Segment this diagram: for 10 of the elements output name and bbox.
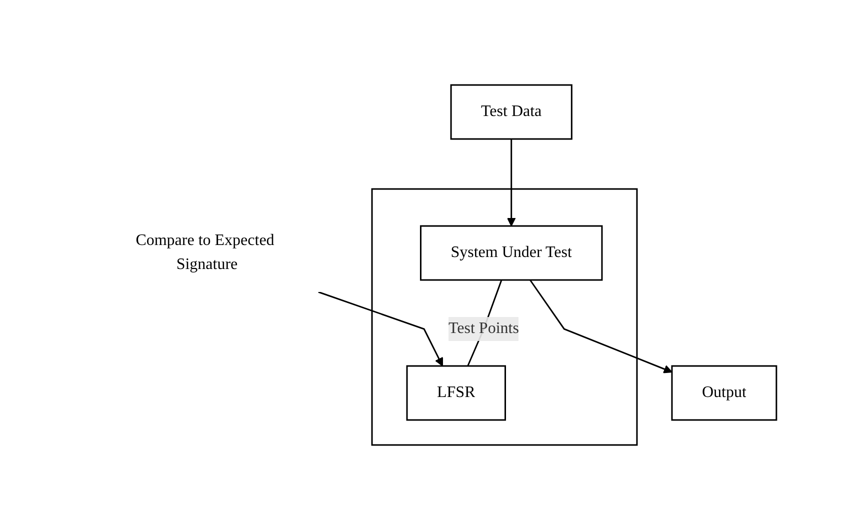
arrow <box>506 139 516 226</box>
node-box: Test Data <box>450 84 572 140</box>
arrow <box>529 280 672 374</box>
node-box: LFSR <box>406 365 506 421</box>
edge-label: Test Points <box>448 320 519 337</box>
node-box: System Under Test <box>420 225 602 281</box>
arrow <box>318 291 443 366</box>
cluster <box>371 188 638 446</box>
node-text: Compare to Expected Signature <box>135 232 274 273</box>
node-box: Output <box>671 365 777 421</box>
